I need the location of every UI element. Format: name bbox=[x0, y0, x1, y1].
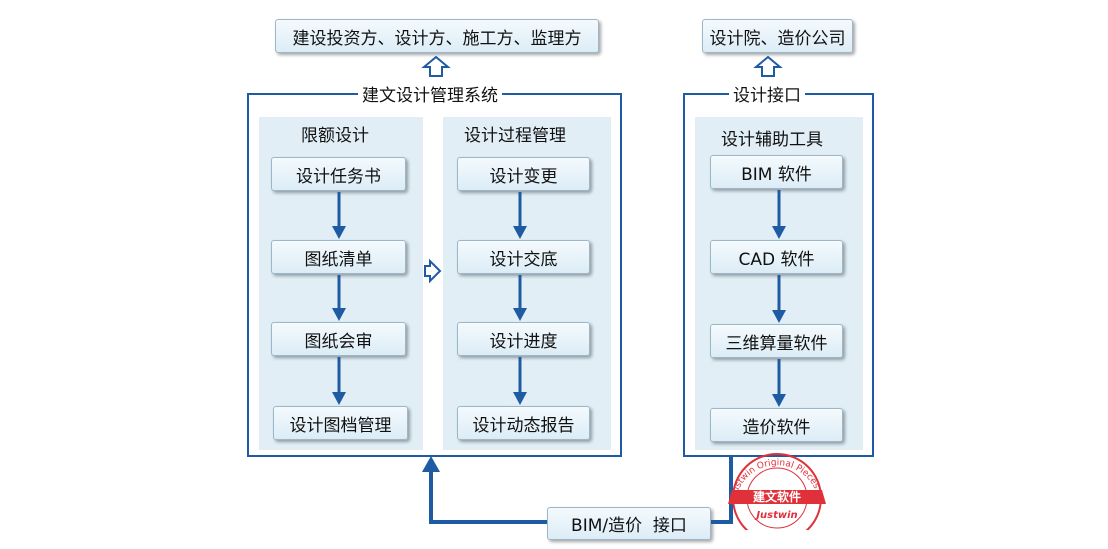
tool-step-3: 三维算量软件 bbox=[710, 324, 843, 358]
design-tools-title: 设计辅助工具 bbox=[721, 130, 823, 150]
process-step-2: 设计交底 bbox=[457, 240, 590, 274]
up-arrow-left bbox=[421, 55, 451, 77]
up-arrow-right bbox=[753, 55, 783, 77]
justwin-stamp: Justwin Original Pieces 建文软件 Justwin bbox=[728, 453, 826, 530]
process-management-title: 设计过程管理 bbox=[464, 126, 566, 146]
process-step-4: 设计动态报告 bbox=[457, 406, 590, 440]
tool-step-2: CAD 软件 bbox=[710, 240, 843, 274]
tool-step-1: BIM 软件 bbox=[710, 155, 843, 189]
bottom-connector-left bbox=[429, 470, 547, 524]
quota-step-1: 设计任务书 bbox=[271, 157, 406, 191]
quota-design-title: 限额设计 bbox=[301, 126, 369, 146]
design-interface-title: 设计接口 bbox=[729, 86, 805, 106]
quota-step-4: 设计图档管理 bbox=[273, 406, 408, 440]
svg-text:Justwin: Justwin bbox=[754, 510, 797, 521]
quota-step-2: 图纸清单 bbox=[271, 240, 406, 274]
bim-cost-interface-box: BIM/造价 接口 bbox=[547, 507, 711, 540]
process-step-1: 设计变更 bbox=[457, 157, 590, 191]
bim-cost-interface-label: BIM/造价 接口 bbox=[571, 516, 687, 536]
design-institute-box: 设计院、造价公司 bbox=[702, 19, 853, 53]
process-step-3: 设计进度 bbox=[457, 322, 590, 356]
main-system-title: 建文设计管理系统 bbox=[358, 86, 502, 106]
bottom-arrowhead bbox=[422, 456, 440, 472]
stakeholders-box: 建设投资方、设计方、施工方、监理方 bbox=[275, 19, 599, 53]
quota-step-3: 图纸会审 bbox=[271, 322, 406, 356]
tool-step-4: 造价软件 bbox=[710, 408, 843, 442]
svg-text:建文软件: 建文软件 bbox=[752, 489, 801, 504]
